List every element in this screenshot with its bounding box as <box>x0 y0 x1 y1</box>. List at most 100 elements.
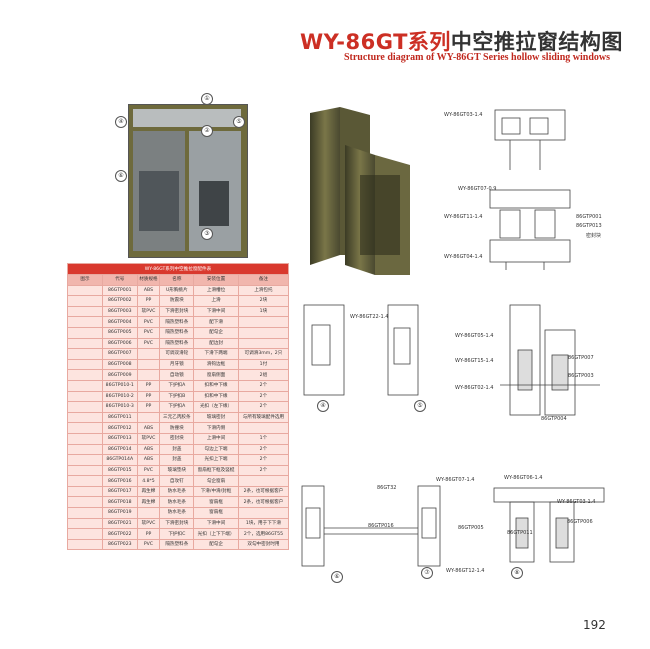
table-cell: 86GTP012 <box>102 422 138 434</box>
table-cell: 下滑内侧 <box>193 422 239 434</box>
table-cell: 2个 <box>237 390 290 403</box>
table-cell: 86GTP019 <box>102 507 138 519</box>
table-cell: ABS <box>136 284 161 297</box>
table-cell <box>237 316 290 328</box>
table-cell: 下滑下两端 <box>193 348 239 360</box>
table-cell: 上滑 <box>193 295 239 307</box>
marker-2: ② <box>201 125 213 137</box>
label-s19: WY-86GT12-1.4 <box>446 568 485 574</box>
table-cell <box>67 337 103 350</box>
table-cell: 封盖 <box>159 454 195 466</box>
table-cell: 自攻钉 <box>159 475 195 487</box>
table-cell: 下滑密封块 <box>159 305 195 318</box>
table-cell <box>67 295 103 307</box>
table-cell: 封盖 <box>159 443 195 456</box>
label-s8: WY-86GT22-1.4 <box>350 314 389 320</box>
table-cell: 86GTP003 <box>102 305 138 318</box>
table-cell: ABS <box>136 454 161 466</box>
table-cell: 隔热塑料条 <box>159 337 195 350</box>
table-cell: 配下滑 <box>193 316 239 328</box>
table-heading: WY-86GT系列中空推拉窗配件表 <box>67 263 289 275</box>
table-cell: 软PVC <box>136 517 161 530</box>
table-cell <box>67 454 103 466</box>
table-cell <box>67 326 103 339</box>
table-cell <box>67 422 103 434</box>
label-s9: WY-86GT05-1.4 <box>455 333 494 339</box>
page-title: WY-86GT系列中空推拉窗结构图 <box>300 26 622 56</box>
label-s21: WY-86GT03-1.4 <box>557 499 596 505</box>
table-cell: PVC <box>136 316 161 328</box>
table-cell <box>67 369 103 381</box>
detail-marker-4: ④ <box>317 400 329 412</box>
profile-3d-render <box>310 107 410 275</box>
window-photo <box>128 104 248 258</box>
table-cell: 防震块 <box>159 295 195 307</box>
table-cell: 软PVC <box>136 305 161 318</box>
section-drawing-mid <box>500 304 600 416</box>
table-cell: 2个 <box>237 379 290 392</box>
table-cell: 86GTP004 <box>102 316 138 328</box>
detail-marker-5: ⑤ <box>414 400 426 412</box>
table-cell: 下滑/中滑/封框 <box>193 485 239 498</box>
table-column-header: 代号 <box>102 274 138 286</box>
label-s23: 86GTP011 <box>507 530 533 536</box>
page-subtitle: Structure diagram of WY-86GT Series holl… <box>343 52 610 63</box>
table-cell: 86GTP002 <box>102 295 138 307</box>
label-s16: WY-86GT07-1.4 <box>436 477 475 483</box>
label-s12: 86GTP007 <box>568 355 594 361</box>
table-cell: 86GTP001 <box>102 284 138 297</box>
table-column-header: 材质规格 <box>136 274 161 286</box>
table-cell <box>136 369 161 381</box>
table-cell: 2个 <box>237 401 290 413</box>
table-cell: 4.8*5 <box>136 475 161 487</box>
table-cell <box>67 517 103 530</box>
table-cell: 2个 <box>237 464 290 477</box>
table-cell: 下护扣C <box>159 528 195 540</box>
table-cell: 86GTP013 <box>102 432 138 445</box>
table-column-header: 备注 <box>237 274 290 286</box>
table-cell: 防撞块 <box>159 422 195 434</box>
table-cell: 与所有玻璃配件选用 <box>237 411 290 424</box>
table-cell: 86GTP007 <box>102 348 138 360</box>
table-cell: 1块，用于下下滑 <box>237 517 290 530</box>
table-cell <box>136 348 161 360</box>
table-cell: 上滑中间 <box>193 432 239 445</box>
label-s14: 86GTP004 <box>541 416 567 422</box>
section-drawing-top <box>489 109 571 270</box>
table-column-header: 名称 <box>159 274 195 286</box>
table-cell: 勾企窗扇 <box>193 475 239 487</box>
table-cell: 隔热塑料条 <box>159 326 195 339</box>
marker-6: ⑥ <box>115 170 127 182</box>
table-cell: 下护扣A <box>159 401 195 413</box>
table-cell: 玻璃垫块 <box>159 464 195 477</box>
table-cell: 勾边上下端 <box>193 443 239 456</box>
table-cell: 2个 <box>237 443 290 456</box>
table-cell: 扣和中下缘 <box>193 390 239 403</box>
table-cell: 1块 <box>237 305 290 318</box>
table-cell: 光扣（上下下端） <box>193 528 239 540</box>
table-cell: 86GTP006 <box>102 337 138 350</box>
table-cell: 光扣上下端 <box>193 454 239 466</box>
table-cell: 86GTP023 <box>102 538 138 551</box>
table-cell: 86GTP010-3 <box>102 401 138 413</box>
table-cell <box>67 528 103 540</box>
table-cell: 可调滑3mm，2只 <box>237 348 290 360</box>
table-cell: 隔热塑料条 <box>159 538 195 551</box>
table-cell: 86GTP017 <box>102 485 138 498</box>
table-cell <box>237 475 290 487</box>
title-rest: 中空推拉窗结构图 <box>450 30 623 54</box>
table-cell: 配边封 <box>193 337 239 350</box>
table-column-header: 安装位置 <box>193 274 239 286</box>
label-s1: WY-86GT03-1.4 <box>444 112 483 118</box>
table-cell: 86GTP009 <box>102 369 138 381</box>
table-cell: 2个，选用86GT55 <box>237 528 290 540</box>
table-cell: 86GTP014 <box>102 443 138 456</box>
